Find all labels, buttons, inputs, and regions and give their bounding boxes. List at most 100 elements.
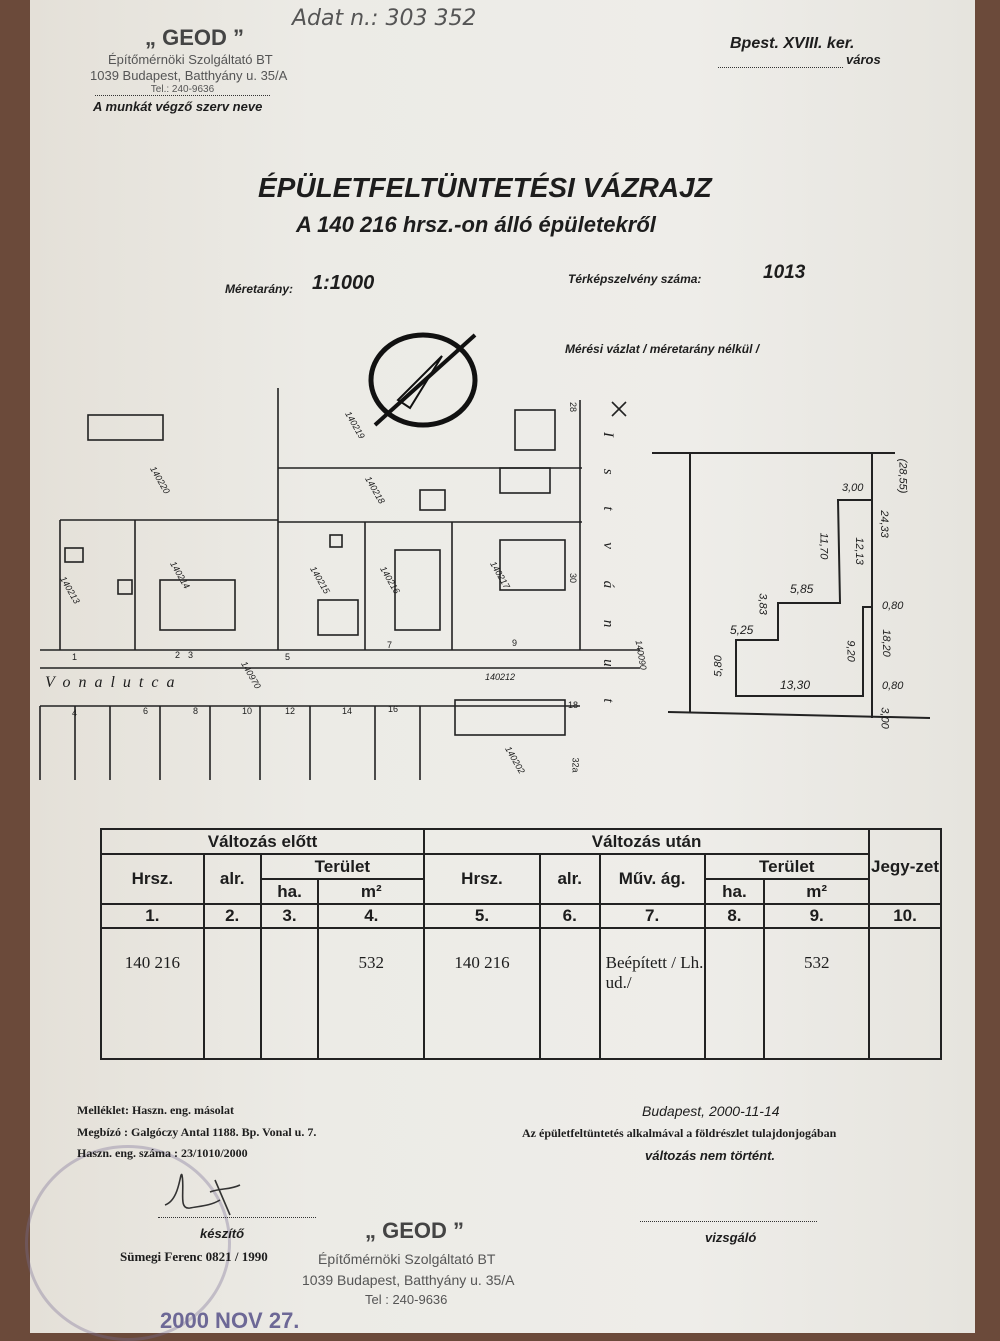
haszn-eng: Haszn. eng. száma : 23/1010/2000 [77, 1146, 248, 1160]
company-address: 1039 Budapest, Batthyány u. 35/A [90, 68, 288, 83]
preparer: Sümegi Ferenc 0821 / 1990 [120, 1249, 268, 1264]
col-num: 1. [100, 903, 205, 929]
melleklet: Melléklet: Haszn. eng. másolat [77, 1103, 234, 1117]
house-number: 3 [188, 650, 194, 660]
map-sheet-label: Térképszelvény száma: [568, 272, 702, 286]
header-ha: ha. [259, 878, 320, 905]
house-number: 6 [143, 706, 149, 716]
signature-line [158, 1216, 316, 1218]
cell-ha-before [259, 927, 320, 1060]
document-subtitle: A 140 216 hrsz.-on álló épületekről [296, 212, 656, 237]
handwritten-note: Adat n.: 303 352 [292, 6, 477, 31]
header-jegyzet: Jegy-zet [868, 828, 942, 905]
footer-company-phone: Tel : 240-9636 [365, 1292, 448, 1307]
cell-hrsz-before: 140 216 [100, 927, 205, 1060]
street-label-vonal: V o n a l u t c a [45, 674, 177, 691]
statement-line2: változás nem történt. [645, 1148, 776, 1163]
header-terulet: Terület [259, 853, 426, 880]
house-number: 9 [512, 638, 518, 648]
house-number: 14 [342, 706, 353, 716]
table-row: 140 216 532 140 216 Beépített / Lh. ud./… [100, 927, 942, 1060]
cell-jegyzet [868, 927, 942, 1060]
header-hrsz: Hrsz. [423, 853, 541, 905]
place-date: Budapest, 2000-11-14 [642, 1103, 780, 1119]
sketch-dimension: 13,30 [780, 678, 811, 692]
statement-line1: Az épületfeltüntetés alkalmával a földré… [522, 1126, 837, 1140]
header-terulet: Terület [703, 853, 871, 880]
sketch-dimension: 5,80 [712, 655, 725, 677]
parcel-label: 140212 [485, 672, 516, 682]
header-m2: m² [763, 878, 871, 905]
street-label-istvan: I s t v á n u t [600, 432, 616, 717]
footer-company-type: Építőmérnöki Szolgáltató BT [318, 1251, 496, 1267]
sketch-dimension: 5,85 [790, 582, 814, 596]
scale-value: 1:1000 [312, 272, 375, 294]
company-name: „ GEOD ” [145, 25, 245, 50]
parcel-lines [39, 388, 640, 780]
keszito-label: készítő [200, 1226, 245, 1241]
house-number: 5 [285, 652, 291, 662]
house-number: 18 [568, 700, 579, 710]
house-number: 2 [175, 650, 181, 660]
scale-label: Méretarány: [225, 282, 294, 296]
header-alr: alr. [538, 853, 601, 905]
cell-m2-after: 532 [763, 927, 871, 1060]
col-num: 10. [868, 903, 942, 929]
document-page [30, 0, 975, 1333]
col-num: 2. [202, 903, 262, 929]
sketch-dimension: 0,80 [882, 600, 904, 612]
sketch-dimension: 24,33 [877, 510, 890, 538]
cell-m2-before: 532 [317, 927, 426, 1060]
sketch-dimension: 9,20 [844, 640, 857, 662]
col-num: 5. [423, 903, 541, 929]
house-number: 1 [72, 652, 78, 662]
col-num: 7. [598, 903, 706, 929]
city: Bpest. XVIII. ker. [730, 35, 855, 52]
footer-company-address: 1039 Budapest, Batthyány u. 35/A [302, 1272, 515, 1288]
map-sheet-value: 1013 [763, 262, 806, 283]
megbizo: Megbízó : Galgóczy Antal 1188. Bp. Vonal… [77, 1125, 317, 1139]
house-number: 16 [388, 704, 399, 714]
cell-alr-before [202, 927, 262, 1060]
stamp-date: 2000 NOV 27. [160, 1308, 300, 1333]
col-num: 9. [763, 903, 871, 929]
building-sketch [652, 452, 931, 719]
sketch-dimension: 3,00 [878, 707, 891, 729]
cell-ha-after [703, 927, 766, 1060]
city-caption: város [846, 52, 881, 67]
company-type: Építőmérnöki Szolgáltató BT [108, 52, 273, 67]
sketch-dimension: 3,83 [756, 593, 769, 615]
footer-company-name: „ GEOD ” [365, 1218, 465, 1243]
sketch-dimension: 11,70 [817, 532, 830, 560]
vizsgalo-line [640, 1220, 817, 1222]
house-number: 28 [568, 401, 579, 413]
survey-caption: Mérési vázlat / méretarány nélkül / [565, 342, 760, 356]
company-phone: Tel.: 240-9636 [95, 84, 270, 96]
col-num: 8. [703, 903, 766, 929]
north-arrow-icon [368, 332, 478, 428]
header-after: Változás után [423, 828, 871, 855]
sketch-dimension: 12,13 [852, 537, 865, 565]
col-num: 4. [317, 903, 426, 929]
house-number: 4 [72, 708, 78, 718]
house-number: 10 [242, 706, 253, 716]
sketch-dimension: 3,00 [842, 482, 864, 494]
header-hrsz: Hrsz. [100, 853, 205, 905]
house-number: 30 [568, 572, 579, 584]
house-number: 32a [570, 757, 581, 773]
col-num: 3. [259, 903, 320, 929]
cell-alr-after [538, 927, 601, 1060]
sketch-dimension: 0,80 [882, 680, 904, 692]
vizsgalo-label: vizsgáló [705, 1230, 757, 1245]
header-before: Változás előtt [99, 828, 426, 855]
house-number: 12 [285, 706, 296, 716]
change-table: Változás előtt Változás után Jegy-zet Hr… [99, 828, 942, 1060]
cell-hrsz-after: 140 216 [423, 927, 541, 1060]
document-title: ÉPÜLETFELTÜNTETÉSI VÁZRAJZ [258, 172, 712, 203]
house-number: 7 [387, 640, 393, 650]
site-map [39, 332, 931, 780]
house-number: 8 [193, 706, 199, 716]
sketch-dimension: 18,20 [879, 629, 892, 657]
cell-muv: Beépített / Lh. ud./ [598, 927, 706, 1060]
header-alr: alr. [202, 853, 262, 905]
